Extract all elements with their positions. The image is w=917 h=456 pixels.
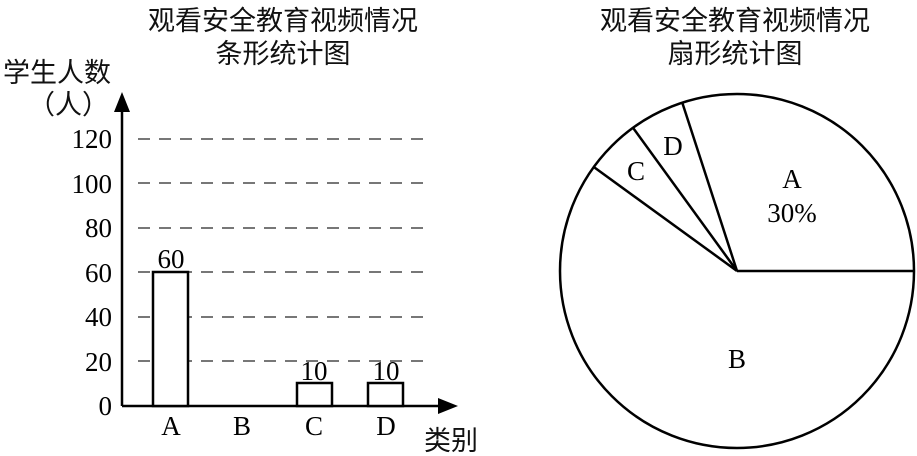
svg-text:60: 60 (158, 244, 185, 274)
bar-subtitle: 条形统计图 (216, 39, 351, 70)
bar-A (151, 270, 190, 408)
svg-text:C: C (305, 411, 323, 441)
svg-text:10: 10 (373, 356, 400, 386)
slice-C-label: C (627, 156, 645, 186)
x-ticks: A B C D (161, 411, 396, 441)
x-axis-label: 类别 (424, 426, 478, 456)
svg-text:B: B (233, 411, 251, 441)
svg-text:10: 10 (301, 356, 328, 386)
svg-text:80: 80 (85, 213, 112, 243)
y-axis-label: 学生人数 (3, 58, 111, 89)
pie-chart: 观看安全教育视频情况 扇形统计图 A 30% B C D (558, 6, 916, 450)
svg-text:D: D (376, 411, 396, 441)
svg-text:0: 0 (99, 391, 113, 421)
pie-labels: A 30% B C D (627, 131, 817, 374)
svg-text:A: A (161, 411, 181, 441)
y-axis-arrow-icon (114, 92, 130, 112)
svg-text:120: 120 (72, 124, 113, 154)
pie-slice-borders (593, 102, 914, 273)
x-axis-arrow-icon (438, 398, 458, 414)
pie-title: 观看安全教育视频情况 (600, 6, 870, 37)
bar-data-labels: 60 10 10 (158, 244, 400, 386)
pie-subtitle: 扇形统计图 (668, 39, 803, 70)
bar-chart: 观看安全教育视频情况 条形统计图 学生人数 （人） 0 20 40 60 80 … (3, 6, 478, 456)
slice-A-percent: 30% (767, 198, 817, 228)
svg-text:100: 100 (72, 169, 113, 199)
slice-B-label: B (728, 344, 746, 374)
svg-text:40: 40 (85, 302, 112, 332)
svg-text:20: 20 (85, 347, 112, 377)
y-ticks: 0 20 40 60 80 100 120 (72, 124, 113, 421)
bar-D (366, 381, 405, 408)
slice-D-label: D (663, 131, 683, 161)
slice-A-label: A (782, 164, 802, 194)
bar-C (295, 381, 334, 408)
bar-title: 观看安全教育视频情况 (148, 6, 418, 37)
y-axis-unit: （人） (28, 90, 109, 121)
svg-text:60: 60 (85, 258, 112, 288)
